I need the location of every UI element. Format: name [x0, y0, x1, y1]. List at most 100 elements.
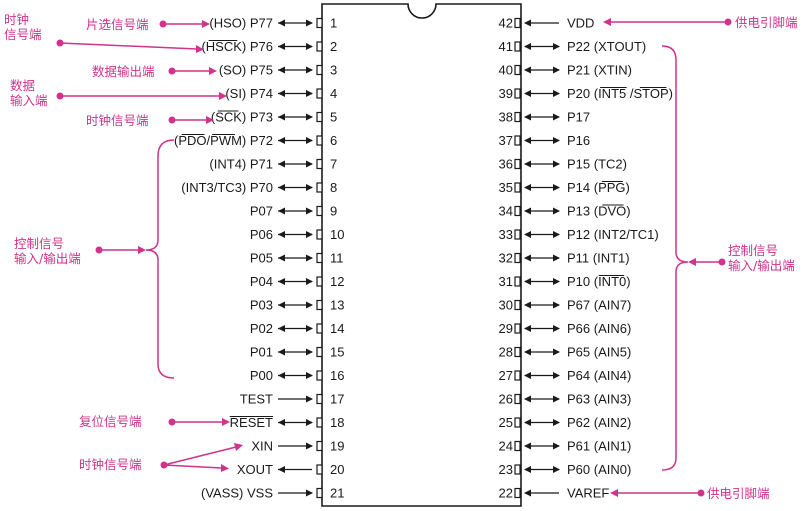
pin-24-name: P61 (AIN1) [567, 439, 631, 454]
pin-30-arrow-out [553, 301, 560, 309]
pin-31-name: P10 (INT0) [567, 274, 631, 289]
pin-16-name: P00 [250, 368, 273, 383]
pin-33-number: 33 [499, 227, 513, 242]
pin-11-pad [316, 252, 323, 264]
pin-36-arrow-out [553, 160, 560, 168]
pin-7-name: (INT4) P71 [209, 157, 273, 172]
pin-12-name: P04 [250, 274, 273, 289]
pin-17-number: 17 [330, 392, 344, 407]
pin-14-name: P02 [250, 321, 273, 336]
annot-reset: 复位信号端 [79, 414, 142, 429]
pin-35-name: P14 (PPG) [567, 180, 630, 195]
pin-42-name: VDD [567, 16, 594, 31]
pin-20-arrow-out [278, 466, 285, 473]
pin-23-name: P60 (AIN0) [567, 462, 631, 477]
pin-36-number: 36 [499, 157, 513, 172]
pin-4-number: 4 [330, 86, 337, 101]
pin-40-arrow-in [524, 66, 531, 74]
pin-16-pad [316, 370, 323, 381]
pin-14-arrow-in [306, 325, 313, 332]
pin-18-arrow-out [278, 419, 285, 426]
pin-5-name: (SCK) P73 [211, 110, 273, 125]
annot-line-xin [163, 446, 237, 466]
pin-39-arrow-in [524, 90, 531, 97]
pin-27-name: P64 (AIN4) [567, 368, 631, 383]
pin-3-pad [316, 64, 323, 76]
pin-26-number: 26 [499, 392, 513, 407]
pin-9-pad [316, 205, 323, 217]
pin-29-name: P66 (AIN6) [567, 321, 631, 336]
pin-10-number: 10 [330, 227, 344, 242]
pin-34-pad [514, 205, 521, 217]
pin-1-arrow-in [306, 19, 313, 27]
pin-13-number: 13 [330, 298, 344, 313]
pin-4-pad [316, 88, 323, 99]
pin-23-pad [514, 464, 521, 475]
annot-so: 数据输出端 [92, 64, 155, 79]
pin-11-number: 11 [330, 251, 344, 266]
pin-13-arrow-in [306, 301, 313, 309]
pin-19-number: 19 [330, 439, 344, 454]
pin-25-name: P62 (AIN2) [567, 415, 631, 430]
pin-14-pad [316, 323, 323, 334]
pin-1-name: (HSO) P77 [209, 16, 273, 31]
pin-40-number: 40 [499, 63, 513, 78]
pin-12-number: 12 [330, 274, 344, 289]
pin-36-arrow-in [524, 160, 531, 168]
pin-22-pad [514, 487, 521, 499]
pin-35-pad [514, 182, 521, 193]
annot-hsck: 时钟信号端 [4, 12, 42, 42]
pin-39-arrow-out [553, 90, 560, 97]
pin-8-arrow-out [278, 184, 285, 191]
pin-5-number: 5 [330, 110, 337, 125]
pin-20-number: 20 [330, 462, 344, 477]
pin-18-number: 18 [330, 415, 344, 430]
pin-23-arrow-out [553, 466, 560, 473]
pin-21-arrow-in [306, 489, 313, 497]
pin-26-arrow-out [553, 395, 560, 403]
pin-1-arrow-out [278, 19, 285, 27]
pin-23-number: 23 [499, 462, 513, 477]
pin-4-arrow-in [306, 90, 313, 97]
pin-1-pad [316, 17, 323, 29]
pin-6-arrow-out [278, 137, 285, 144]
pin-4-name: (SI) P74 [225, 86, 273, 101]
pin-12-arrow-out [278, 278, 285, 285]
annot-arrow-left-io [138, 246, 146, 254]
annot-arrow-reset [222, 418, 230, 426]
annot-arrow-varef [610, 489, 618, 497]
pin-38-arrow-out [553, 113, 560, 121]
pin-1-number: 1 [330, 16, 337, 31]
pin-29-arrow-in [524, 325, 531, 332]
pin-25-arrow-out [553, 419, 560, 426]
pin-21-number: 21 [330, 486, 344, 501]
pin-41-pad [514, 41, 521, 52]
pin-28-number: 28 [499, 345, 513, 360]
annot-hso: 片选信号端 [86, 17, 149, 32]
pin-34-number: 34 [499, 204, 513, 219]
pin-16-arrow-out [278, 372, 285, 379]
pin-27-pad [514, 370, 521, 381]
pin-28-pad [514, 346, 521, 358]
pin-2-arrow-in [306, 43, 313, 50]
pin-29-arrow-out [553, 325, 560, 332]
pin-37-arrow-out [553, 137, 560, 144]
pin-9-name: P07 [250, 204, 273, 219]
pin-25-number: 25 [499, 415, 513, 430]
pin-22-name: VAREF [567, 486, 609, 501]
pin-2-name: (HSCK) P76 [201, 39, 273, 54]
pin-26-name: P63 (AIN3) [567, 392, 631, 407]
pin-34-arrow-in [524, 207, 531, 215]
pin-34-arrow-out [553, 207, 560, 215]
pin-18-name: RESET [230, 415, 273, 430]
pin-10-name: P06 [250, 227, 273, 242]
chip-body [321, 3, 522, 507]
left-io-brace [145, 139, 175, 379]
pin-11-name: P05 [250, 251, 273, 266]
pin-30-number: 30 [499, 298, 513, 313]
pin-38-number: 38 [499, 110, 513, 125]
pin-29-pad [514, 323, 521, 334]
pin-39-name: P20 (INT5 /STOP) [567, 86, 673, 101]
annotation-layer: 片选信号端 时钟信号端 数据输出端 数据输入端 时钟信号端 [4, 12, 798, 501]
